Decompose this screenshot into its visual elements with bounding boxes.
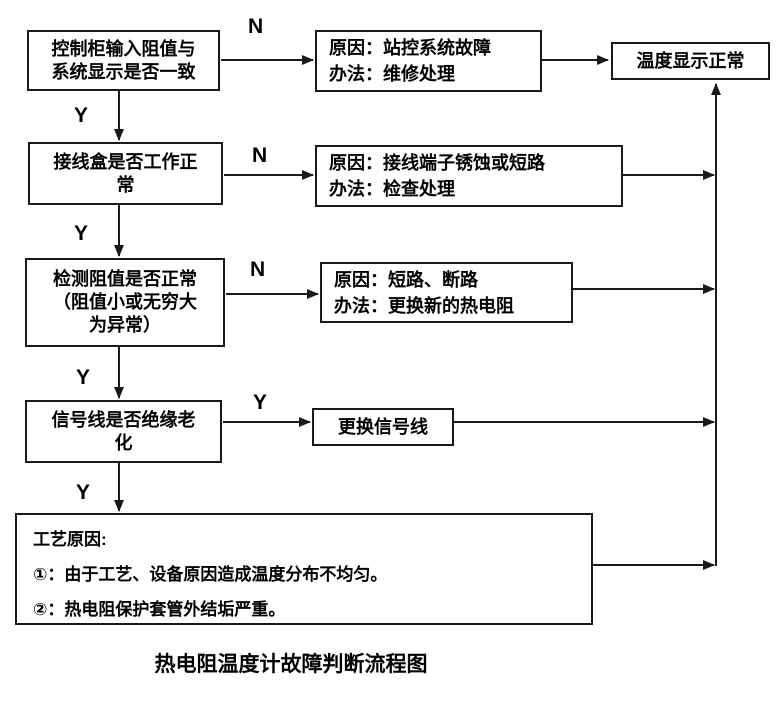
branch-label-y2: Y	[74, 222, 89, 245]
diagram-title: 热电阻温度计故障判断流程图	[154, 653, 428, 676]
cause-box-station-control-fault: 原因：站控系统故障 办法：维修处理	[315, 30, 542, 92]
branch-label-y4: Y	[253, 391, 268, 414]
branch-label-y5: Y	[76, 481, 91, 504]
branch-label-n1: N	[248, 15, 264, 38]
process-causes-box: 工艺原因: ①：由于工艺、设备原因造成温度分布不均匀。 ②：热电阻保护套管外结垢…	[15, 513, 593, 625]
decision-box-resistance-value-normal: 检测阻值是否正常 （阻值小或无穷大 为异常）	[25, 258, 225, 347]
cause-box-short-open-circuit: 原因：短路、断路 办法：更换新的热电阻	[320, 262, 573, 323]
branch-label-y1: Y	[74, 104, 89, 127]
decision-box-signal-line-insulation: 信号线是否绝缘老 化	[25, 400, 222, 463]
branch-label-n2: N	[252, 144, 268, 167]
action-box-replace-signal-line: 更换信号线	[312, 408, 454, 446]
terminal-box-temperature-normal: 温度显示正常	[611, 42, 770, 80]
branch-label-n3: N	[250, 258, 266, 281]
cause-box-terminal-corrosion: 原因：接线端子锈蚀或短路 办法：检查处理	[315, 145, 623, 207]
decision-box-junction-box-working: 接线盒是否工作正 常	[28, 142, 223, 205]
branch-label-y3: Y	[76, 366, 91, 389]
decision-box-control-cabinet-resistance: 控制柜输入阻值与 系统显示是否一致	[27, 30, 220, 91]
